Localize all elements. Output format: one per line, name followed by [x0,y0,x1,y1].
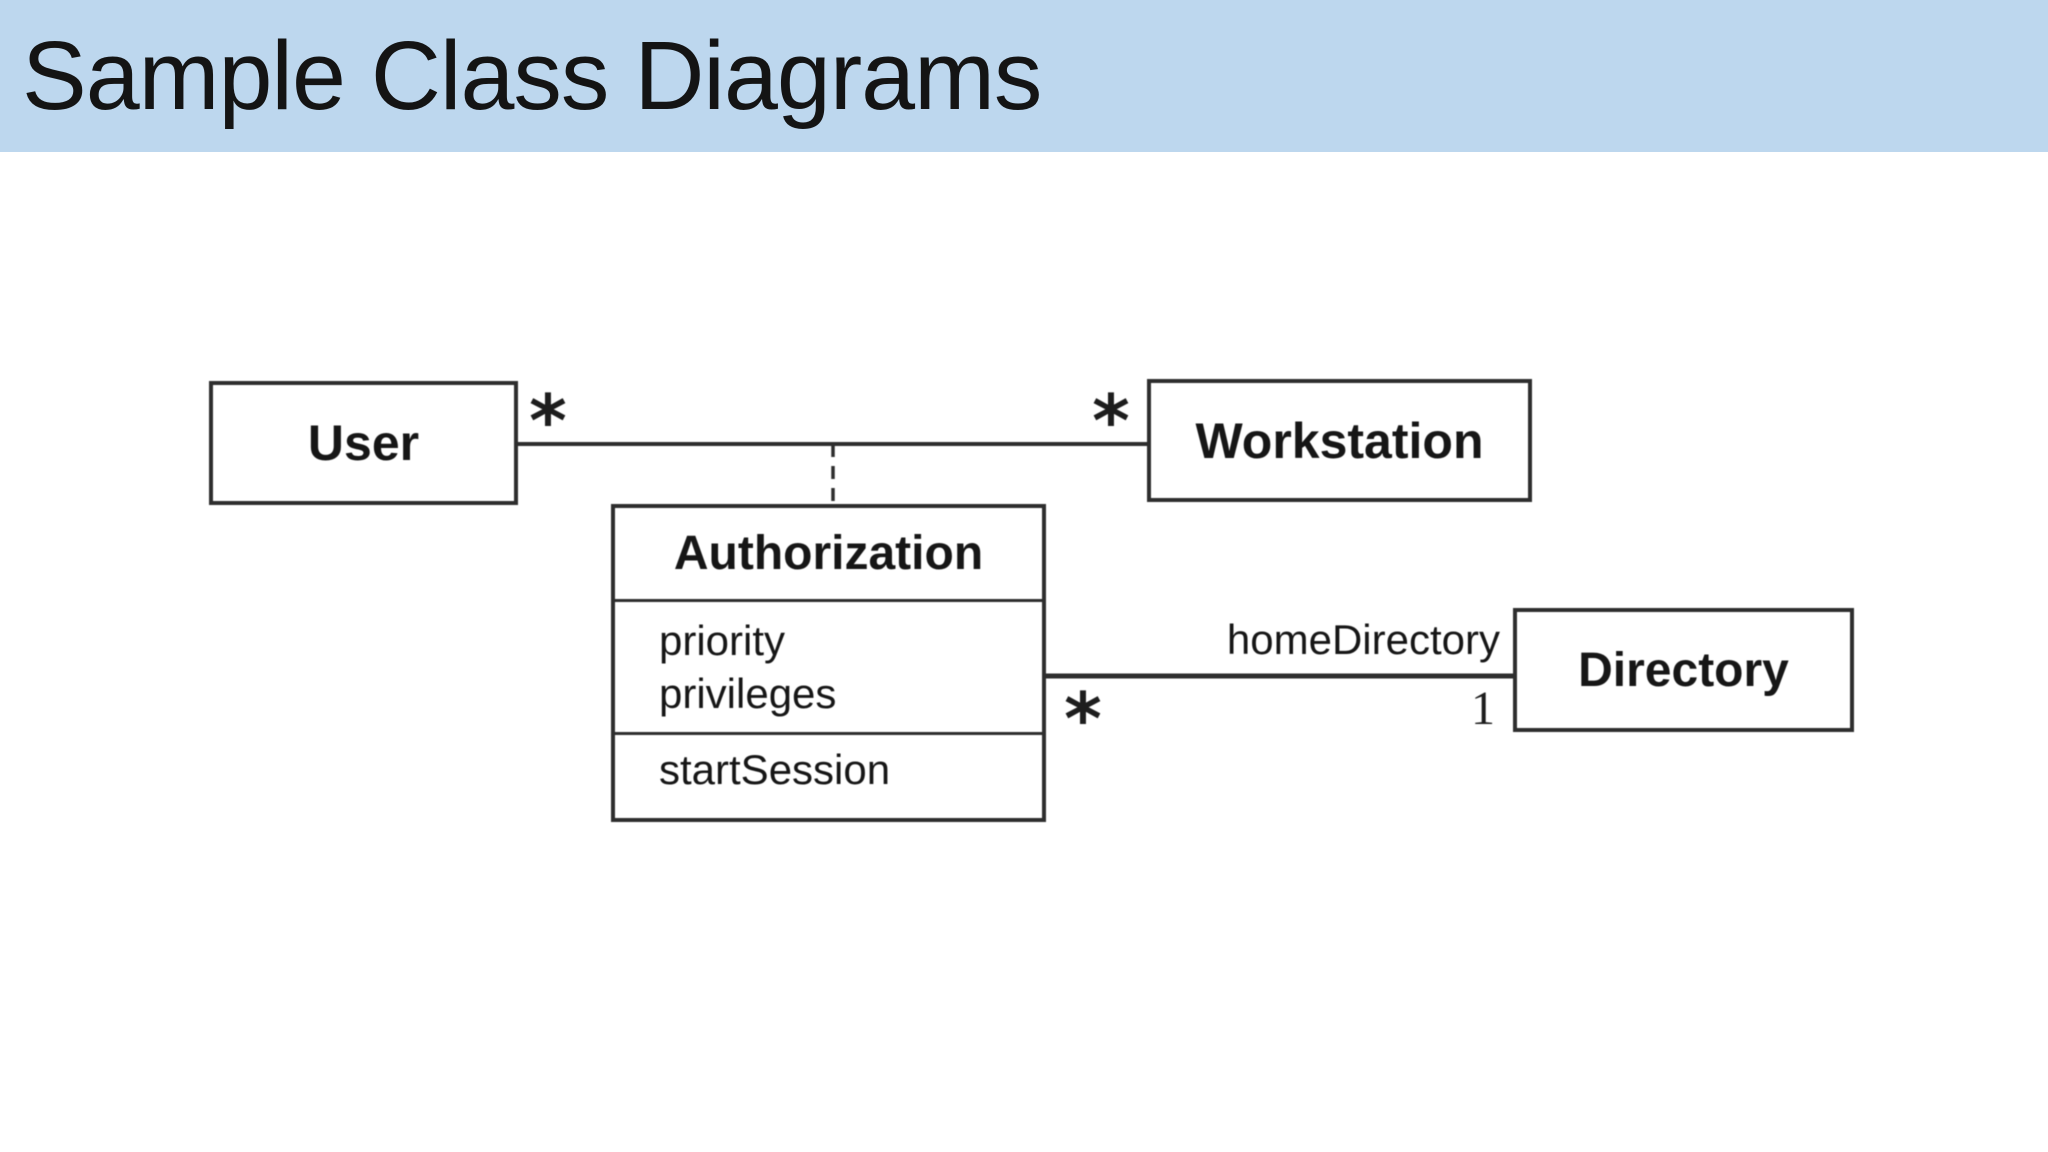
association-label-homedirectory: homeDirectory [1226,616,1500,663]
attribute-privileges: privileges [659,670,837,717]
operation-startsession: startSession [659,746,891,793]
multiplicity-workstation-end: * [1092,379,1130,463]
attribute-priority: priority [659,617,786,664]
slide-header: Sample Class Diagrams [0,0,2048,152]
multiplicity-authorization-end: * [1064,677,1102,761]
class-box-workstation: Workstation [1147,379,1532,502]
class-name-workstation: Workstation [1195,412,1484,469]
class-name-authorization: Authorization [673,527,984,580]
authorization-attributes-compartment: priority privileges [615,602,1042,735]
class-name-directory: Directory [1578,643,1789,697]
multiplicity-directory-end: 1 [1471,682,1495,735]
authorization-operations-compartment: startSession [615,735,1042,815]
class-name-user: User [307,415,420,471]
class-box-authorization: Authorization priority privileges startS… [611,504,1046,822]
class-diagram-canvas: * * * 1 User Workstation Authorization p… [0,152,2048,1152]
class-box-user: User [209,381,518,505]
multiplicity-user-end: * [529,379,567,463]
slide-title: Sample Class Diagrams [22,21,1042,130]
authorization-name-compartment: Authorization [615,508,1042,602]
class-box-directory: Directory [1513,608,1854,732]
